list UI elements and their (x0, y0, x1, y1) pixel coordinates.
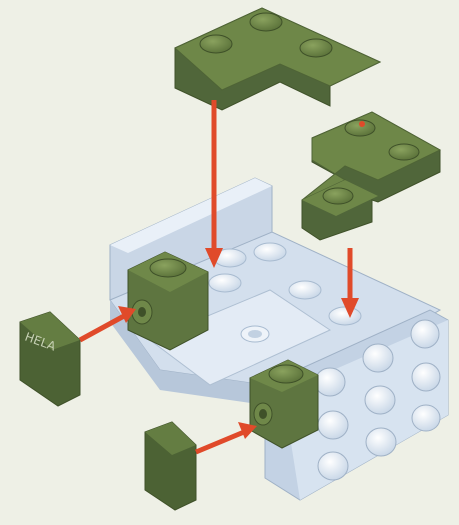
right-bracket (250, 360, 318, 448)
assembly-arrow-icon (196, 422, 257, 452)
right-corner-plate (302, 112, 440, 240)
left-bracket (128, 252, 208, 350)
tile-hela: HELA (20, 312, 80, 406)
tile-blank (145, 422, 196, 510)
top-corner-plate (175, 8, 380, 110)
